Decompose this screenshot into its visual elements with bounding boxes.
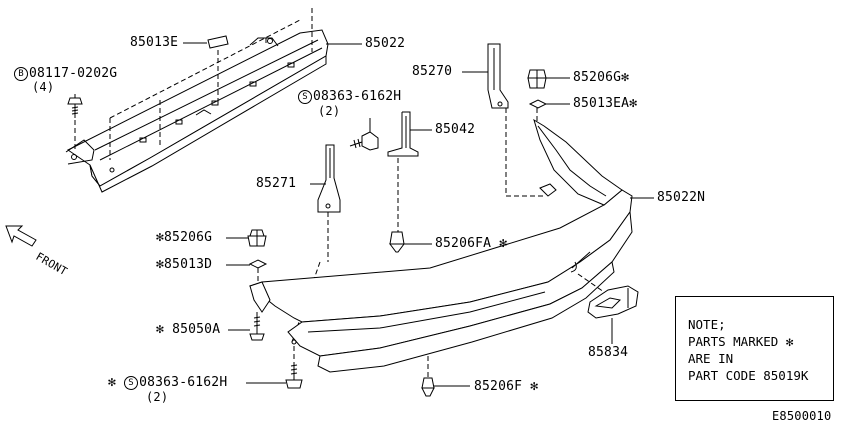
pad-85013e [207, 35, 229, 49]
label-85206g-left: ✻85206G [156, 230, 213, 245]
star-icon: ✻ [785, 334, 794, 349]
clip-85206f [421, 377, 435, 397]
screw-lower [285, 362, 303, 389]
star-icon: ✻ [629, 96, 638, 111]
diagram-code: E8500010 [772, 409, 832, 423]
label-bolt-part: 08117-0202G [29, 66, 118, 81]
label-85022: 85022 [365, 36, 406, 51]
bolt-symbol-icon: B [14, 67, 28, 81]
nut-85206g-left [247, 229, 267, 247]
label-bolt-qty: (4) [32, 80, 55, 94]
label-screw-upper-qty: (2) [318, 104, 341, 118]
star-icon: ✻ [156, 230, 165, 245]
screw-85050a [249, 312, 265, 341]
label-85206f: 85206F ✻ [474, 379, 539, 394]
label-85050a: ✻ 85050A [156, 322, 221, 337]
reinforcement-beam-85022 [65, 29, 329, 193]
washer-85013d [248, 259, 268, 269]
label-85013ea: 85013EA✻ [573, 96, 638, 111]
label-85022n: 85022N [657, 190, 706, 205]
label-85013e: 85013E [130, 35, 179, 50]
star-icon: ✻ [156, 257, 165, 272]
label-85206fa: 85206FA ✻ [435, 236, 508, 251]
star-icon: ✻ [499, 236, 508, 251]
star-icon: ✻ [108, 375, 117, 390]
bolt-08117-0202g [67, 97, 83, 118]
note-line-4: PART CODE 85019K [688, 368, 809, 383]
label-screw-lower-qty: (2) [146, 390, 169, 404]
note-line-3: ARE IN [688, 351, 734, 366]
label-screw-lower-part: 08363-6162H [139, 375, 228, 390]
note-box: NOTE; PARTS MARKED ✻ ARE IN PART CODE 85… [675, 296, 834, 401]
deflector-85834 [587, 285, 639, 319]
nut-85206g-right [527, 69, 547, 89]
label-85042: 85042 [435, 122, 476, 137]
front-direction-arrow [5, 225, 37, 247]
bracket-85270 [487, 43, 509, 109]
label-85270: 85270 [412, 64, 453, 79]
bracket-85042 [387, 111, 419, 157]
label-85834: 85834 [588, 345, 629, 360]
star-icon: ✻ [530, 379, 539, 394]
screw-symbol-icon: S [124, 376, 139, 390]
note-line-2: PARTS MARKED ✻ [688, 334, 794, 349]
label-screw-upper-part: 08363-6162H [313, 89, 402, 104]
star-icon: ✻ [621, 70, 630, 85]
star-icon: ✻ [156, 322, 165, 337]
washer-85013ea [528, 99, 548, 109]
screw-upper [349, 131, 379, 151]
clip-85206fa [389, 231, 405, 253]
label-85013d: ✻85013D [156, 257, 213, 272]
label-85206g-right: 85206G✻ [573, 70, 630, 85]
bumper-fascia-85022n [248, 118, 633, 373]
note-line-1: NOTE; [688, 317, 726, 332]
screw-symbol-icon: S [298, 90, 312, 104]
bracket-85271 [317, 144, 341, 213]
label-85271: 85271 [256, 176, 297, 191]
